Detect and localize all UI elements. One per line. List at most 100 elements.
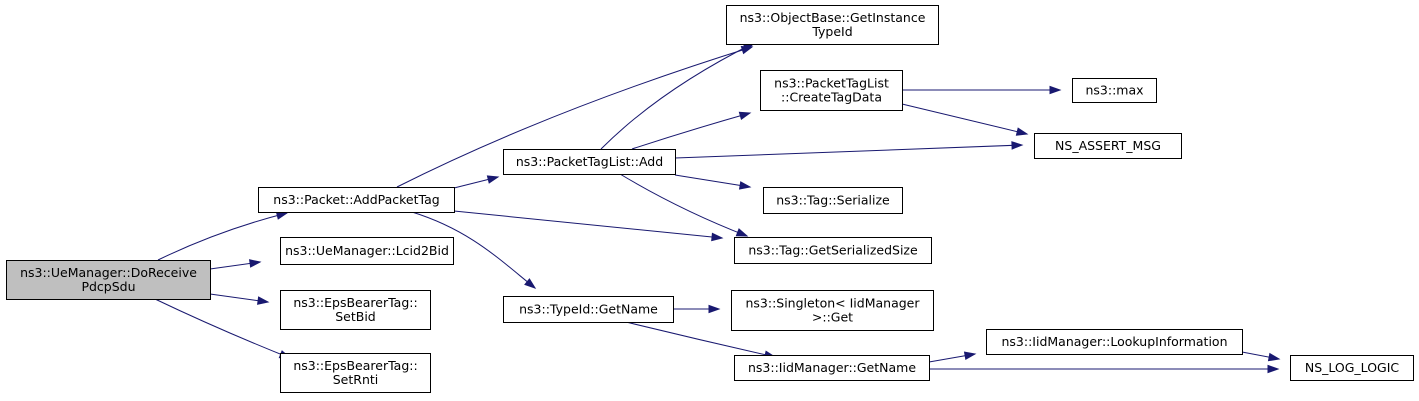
- edge-line: [396, 46, 753, 188]
- node-label: >::Get: [812, 310, 853, 325]
- edge-line: [674, 174, 751, 188]
- node-box: [1290, 355, 1414, 381]
- node-label: NS_LOG_LOGIC: [1305, 360, 1400, 375]
- node-box: [6, 260, 211, 300]
- edge-ptladd-to-getinstancetypeid: [600, 42, 756, 150]
- edge-arrowhead: [735, 228, 749, 237]
- node-max[interactable]: ns3::max: [1072, 78, 1157, 103]
- edge-line: [157, 212, 288, 261]
- edge-addpackettag-to-ptladd: [453, 175, 500, 189]
- edge-ptladd-to-assertmsg: [674, 141, 1024, 159]
- node-box: [731, 290, 934, 331]
- node-label: ::CreateTagData: [781, 90, 882, 105]
- node-label: ns3::UeManager::Lcid2Bid: [285, 243, 449, 258]
- edge-doreceive-to-lcid2bid: [209, 259, 262, 270]
- edge-addpackettag-to-typeidgetname: [411, 211, 537, 289]
- edge-createtagdata-to-assertmsg: [901, 103, 1029, 136]
- edge-createtagdata-to-max: [902, 85, 1062, 95]
- edge-line: [154, 298, 291, 359]
- node-label: TypeId: [811, 24, 852, 39]
- edge-arrowhead: [738, 181, 752, 190]
- node-box: [503, 296, 674, 323]
- node-label: ns3::Singleton< IidManager: [745, 296, 920, 311]
- node-label: ns3::IidManager::GetName: [748, 360, 916, 375]
- edge-iidgetname-to-lookupinfo: [928, 351, 977, 363]
- node-box: [503, 149, 676, 175]
- node-label: ns3::PacketTagList::Add: [516, 154, 663, 169]
- node-label: SetRnti: [333, 372, 379, 387]
- node-setrnti[interactable]: ns3::EpsBearerTag::SetRnti: [280, 353, 431, 393]
- edge-ptladd-to-createtagdata: [631, 111, 752, 150]
- node-label: ns3::IidManager::LookupInformation: [1001, 334, 1227, 349]
- edge-arrowhead: [486, 175, 500, 184]
- edge-arrowhead: [249, 259, 262, 268]
- node-singletonget[interactable]: ns3::Singleton< IidManager>::Get: [731, 290, 934, 331]
- node-getserializedsize[interactable]: ns3::Tag::GetSerializedSize: [734, 237, 932, 264]
- edge-addpackettag-to-getserializedsize: [453, 210, 724, 242]
- edge-line: [625, 321, 776, 358]
- node-box: [1072, 78, 1157, 103]
- node-box: [760, 70, 903, 111]
- edge-arrowhead: [1049, 85, 1062, 95]
- edge-line: [411, 211, 536, 289]
- node-label: ns3::Tag::Serialize: [776, 193, 890, 208]
- edge-lookupinfo-to-loglogic: [1241, 351, 1281, 362]
- node-box: [280, 290, 431, 330]
- node-loglogic[interactable]: NS_LOG_LOGIC: [1290, 355, 1414, 381]
- node-box: [734, 237, 932, 264]
- edge-line: [631, 112, 751, 150]
- node-box: [280, 237, 454, 265]
- node-label: ns3::Tag::GetSerializedSize: [748, 243, 918, 258]
- edge-iidgetname-to-loglogic: [929, 364, 1280, 374]
- edge-doreceive-to-addpackettag: [157, 211, 289, 261]
- edge-ptladd-to-getserializedsize: [619, 173, 749, 237]
- edge-line: [619, 173, 748, 237]
- edge-arrowhead: [711, 232, 724, 242]
- node-label: ns3::ObjectBase::GetInstance: [740, 10, 926, 25]
- edge-doreceive-to-setbid: [209, 293, 270, 305]
- node-lcid2bid[interactable]: ns3::UeManager::Lcid2Bid: [280, 237, 454, 265]
- node-label: PdcpSdu: [81, 279, 135, 294]
- edge-line: [600, 42, 755, 150]
- node-label: ns3::max: [1085, 83, 1143, 98]
- edge-line: [674, 144, 1023, 159]
- node-label: SetBid: [335, 309, 376, 324]
- node-label: NS_ASSERT_MSG: [1055, 138, 1161, 153]
- node-label: ns3::TypeId::GetName: [519, 302, 658, 317]
- edge-arrowhead: [1267, 364, 1280, 374]
- edge-arrowhead: [275, 211, 289, 220]
- edge-ptladd-to-tagserialize: [674, 174, 752, 190]
- edge-typeidgetname-to-singletonget: [673, 304, 721, 314]
- edge-arrowhead: [1011, 141, 1024, 150]
- node-tagserialize[interactable]: ns3::Tag::Serialize: [763, 187, 903, 214]
- node-box: [1034, 133, 1182, 159]
- node-box: [763, 187, 903, 214]
- node-assertmsg[interactable]: NS_ASSERT_MSG: [1034, 133, 1182, 159]
- node-box: [986, 329, 1243, 355]
- edge-arrowhead: [1015, 127, 1029, 136]
- edge-arrowhead: [524, 278, 537, 289]
- edge-doreceive-to-setrnti: [154, 298, 292, 359]
- node-ptladd[interactable]: ns3::PacketTagList::Add: [503, 149, 676, 175]
- edge-line: [453, 210, 723, 239]
- edge-arrowhead: [963, 351, 977, 361]
- node-label: ns3::EpsBearerTag::: [293, 295, 417, 310]
- node-label: ns3::PacketTagList: [774, 76, 889, 91]
- edge-arrowhead: [738, 111, 752, 121]
- edge-arrowhead: [1267, 352, 1281, 362]
- node-createtagdata[interactable]: ns3::PacketTagList::CreateTagData: [760, 70, 903, 111]
- edge-arrowhead: [708, 304, 721, 314]
- node-addpackettag[interactable]: ns3::Packet::AddPacketTag: [258, 187, 455, 213]
- node-box: [258, 187, 455, 213]
- node-iidgetname[interactable]: ns3::IidManager::GetName: [734, 355, 930, 381]
- node-setbid[interactable]: ns3::EpsBearerTag::SetBid: [280, 290, 431, 330]
- node-box: [726, 5, 939, 45]
- node-box: [280, 353, 431, 393]
- node-lookupinfo[interactable]: ns3::IidManager::LookupInformation: [986, 329, 1243, 355]
- node-typeidgetname[interactable]: ns3::TypeId::GetName: [503, 296, 674, 323]
- node-label: ns3::UeManager::DoReceive: [20, 265, 197, 280]
